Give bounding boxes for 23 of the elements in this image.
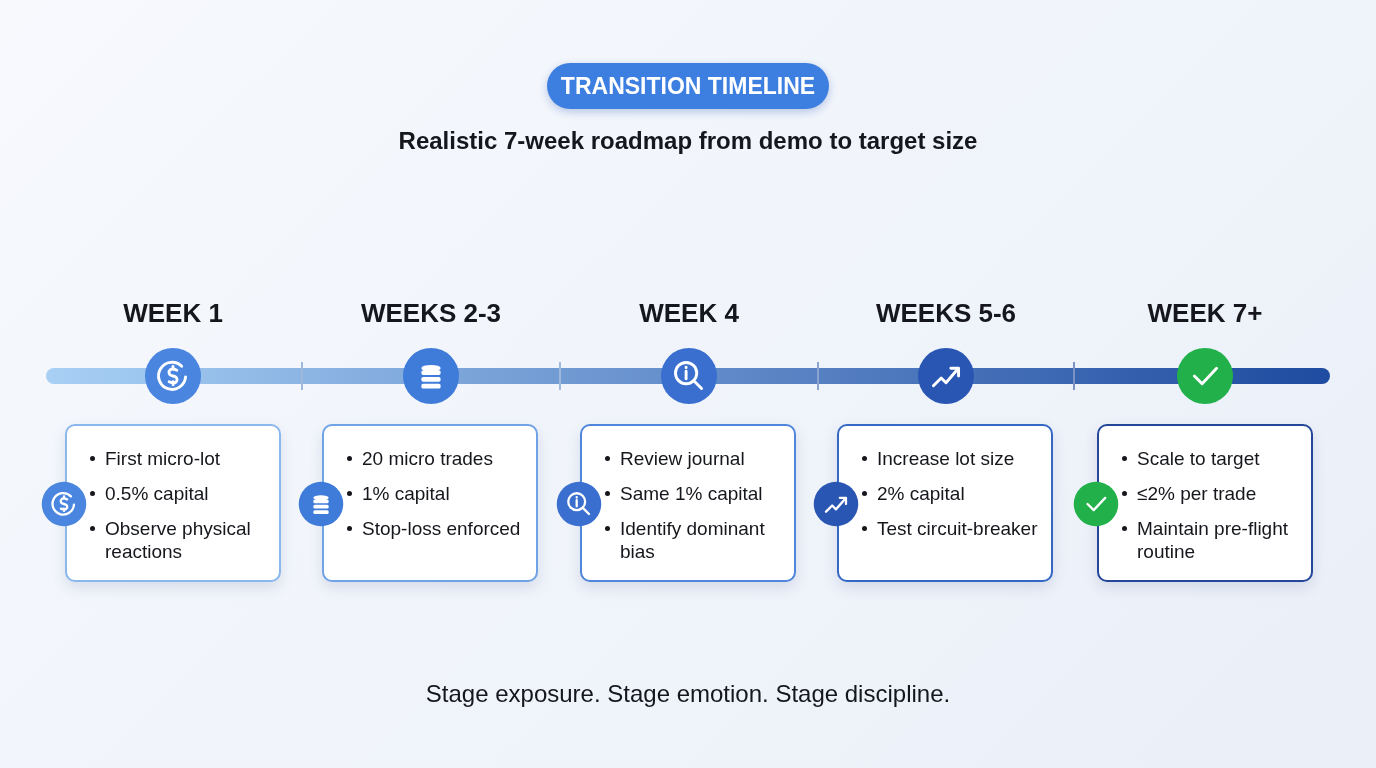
bullet-text: ≤2% per trade — [1137, 483, 1257, 504]
week-heading: WEEK 7+ — [1146, 298, 1264, 329]
bullet-text: Identify dominant bias — [620, 518, 765, 562]
week-heading: WEEK 4 — [638, 298, 740, 329]
subtitle: Realistic 7-week roadmap from demo to target size — [397, 127, 979, 155]
week-heading: WEEKS 5-6 — [874, 298, 1018, 329]
bullet-text: Test circuit-breaker — [877, 518, 1038, 539]
title-badge: TRANSITION TIMELINE — [547, 63, 829, 109]
bullet-text: 2% capital — [877, 483, 965, 504]
bullet-text: Same 1% capital — [620, 483, 763, 504]
bullet-text: 0.5% capital — [105, 483, 209, 504]
bullet-text: Scale to target — [1137, 448, 1260, 469]
bullet-text: Increase lot size — [877, 448, 1015, 469]
bullet-text: Observe physical reactions — [105, 518, 251, 562]
bullet-text: First micro-lot — [105, 448, 221, 469]
bullet-text: Maintain pre-flight routine — [1137, 518, 1289, 562]
bullet-text: 1% capital — [362, 483, 450, 504]
footer-text: Stage exposure. Stage emotion. Stage discipline. — [424, 680, 952, 708]
week-heading: WEEK 1 — [122, 298, 224, 329]
week-heading: WEEKS 2-3 — [359, 298, 503, 329]
bullet-text: Stop-loss enforced — [362, 518, 521, 539]
bullet-text: Review journal — [620, 448, 745, 469]
bullet-text: 20 micro trades — [362, 448, 493, 469]
